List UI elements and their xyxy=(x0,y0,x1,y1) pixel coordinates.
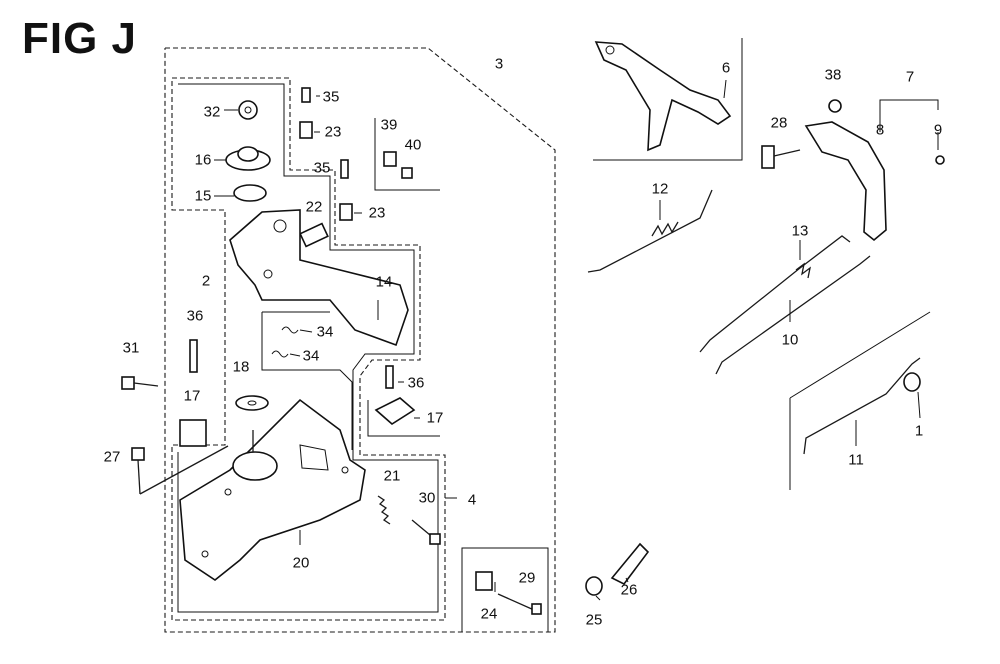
callout-13: 13 xyxy=(791,222,809,240)
part-38-shape xyxy=(828,99,842,113)
callout-29: 29 xyxy=(518,569,536,587)
part-10-shape xyxy=(715,255,871,375)
callout-9: 9 xyxy=(933,121,943,139)
callout-16: 16 xyxy=(194,151,212,169)
part-11-shape xyxy=(803,357,921,455)
callout-17b: 17 xyxy=(426,409,444,427)
part-1-shape xyxy=(903,372,921,392)
callout-3: 3 xyxy=(494,55,504,73)
upper-plate-shape xyxy=(229,209,409,347)
frame-assembly-3 xyxy=(164,47,556,633)
part-26-shape xyxy=(610,542,650,586)
part-29-shape xyxy=(497,593,535,611)
callout-22: 22 xyxy=(305,198,323,216)
callout-2: 2 xyxy=(201,272,211,290)
part-17b-shape xyxy=(374,397,416,425)
part-31-shape xyxy=(121,376,135,390)
frame-assembly-2 xyxy=(171,77,446,621)
box-39-40 xyxy=(374,118,440,191)
callout-23a: 23 xyxy=(324,123,342,141)
part-36b-shape xyxy=(385,365,394,389)
part-36a-shape xyxy=(189,339,198,373)
part-35-shape xyxy=(301,87,311,103)
callout-12: 12 xyxy=(651,180,669,198)
frame-group-17 xyxy=(367,400,440,437)
callout-35b: 35 xyxy=(313,159,331,177)
callout-39: 39 xyxy=(380,116,398,134)
frame-inner xyxy=(177,83,439,613)
callout-34b: 34 xyxy=(302,347,320,365)
part-34a-shape xyxy=(281,326,299,334)
callout-32: 32 xyxy=(203,103,221,121)
callout-4: 4 xyxy=(467,491,477,509)
part-21-shape xyxy=(377,495,391,525)
callout-35a: 35 xyxy=(322,88,340,106)
callout-8: 8 xyxy=(875,121,885,139)
callout-1: 1 xyxy=(914,422,924,440)
callout-25: 25 xyxy=(585,611,603,629)
part-13-shape xyxy=(699,235,851,353)
part-22-shape xyxy=(299,222,329,248)
part-9-shape xyxy=(935,155,945,165)
callout-17a: 17 xyxy=(183,387,201,405)
part-20-shape xyxy=(179,398,366,581)
box-11-top xyxy=(789,311,931,399)
callout-30: 30 xyxy=(418,489,436,507)
callout-18: 18 xyxy=(232,358,250,376)
callout-7: 7 xyxy=(905,68,915,86)
part-32-shape xyxy=(238,100,258,120)
leader-7 xyxy=(879,99,939,110)
callout-6: 6 xyxy=(721,59,731,77)
part-18-shape xyxy=(235,395,269,411)
callout-31: 31 xyxy=(122,339,140,357)
callout-38: 38 xyxy=(824,66,842,84)
frame-subgroup-34 xyxy=(261,312,353,450)
callout-36b: 36 xyxy=(407,374,425,392)
part-6-shape xyxy=(594,41,732,152)
box-24-29 xyxy=(461,547,549,632)
part-34b-shape xyxy=(271,350,289,358)
callout-26: 26 xyxy=(620,581,638,599)
callout-34a: 34 xyxy=(316,323,334,341)
part-39-shape xyxy=(383,151,397,167)
callout-40: 40 xyxy=(404,136,422,154)
part-28-shape xyxy=(761,145,775,169)
part-12-shape xyxy=(587,189,713,273)
callout-24: 24 xyxy=(480,605,498,623)
callout-28: 28 xyxy=(770,114,788,132)
callout-27: 27 xyxy=(103,448,121,466)
callout-14: 14 xyxy=(375,273,393,291)
part-40-shape xyxy=(401,167,413,179)
callout-36a: 36 xyxy=(186,307,204,325)
callout-21: 21 xyxy=(383,467,401,485)
part-8-shape xyxy=(804,121,887,242)
box-6 xyxy=(593,38,743,161)
callout-11: 11 xyxy=(848,451,864,469)
callout-10: 10 xyxy=(781,331,799,349)
callout-20: 20 xyxy=(292,554,310,572)
callout-23b: 23 xyxy=(368,204,386,222)
part-17a-shape xyxy=(179,419,207,447)
part-24-shape xyxy=(475,571,493,591)
callout-15: 15 xyxy=(194,187,212,205)
figure-title: FIG J xyxy=(22,14,138,63)
part-15-shape xyxy=(233,184,267,202)
part-27-shape xyxy=(131,447,145,461)
part-25-shape xyxy=(585,576,603,596)
